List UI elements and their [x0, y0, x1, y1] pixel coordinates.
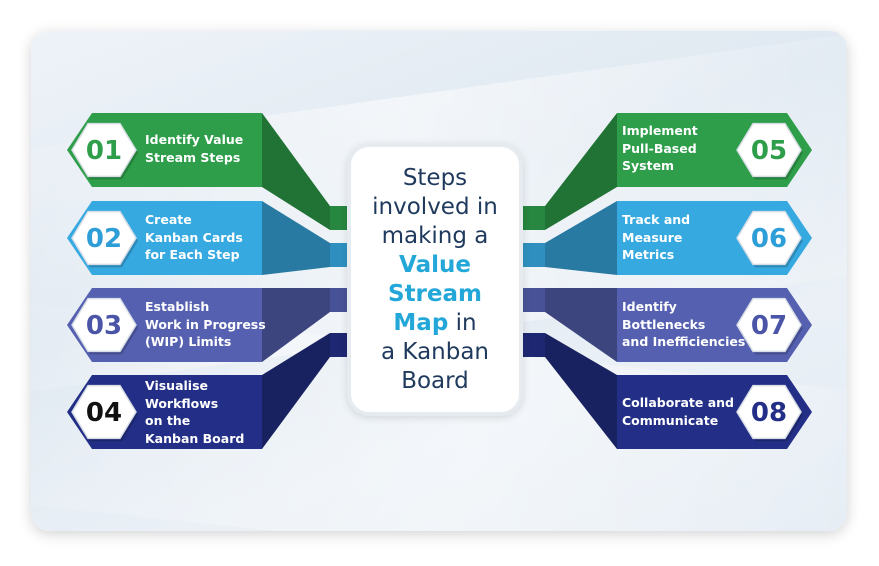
step-01-connector-tip [330, 206, 350, 230]
center-title-box: Steps involved in making a Value Stream … [347, 143, 523, 416]
step-07-connector-tip [523, 288, 545, 312]
step-02-hexagon [71, 210, 137, 266]
step-03-number: 03 [86, 311, 122, 341]
step-07-number: 07 [751, 311, 787, 341]
step-04-number: 04 [86, 398, 122, 428]
step-03-label: Establish Work in Progress (WIP) Limits [145, 299, 266, 349]
title-highlight-value: Value [399, 251, 471, 278]
title-line-2: involved in [372, 193, 498, 220]
title-line-9: Board [401, 367, 469, 394]
step-02-connector [262, 201, 330, 275]
step-05-number: 05 [751, 136, 787, 166]
step-06-hexagon [736, 210, 802, 266]
step-01-connector [262, 113, 330, 230]
step-08-connector [545, 333, 617, 449]
step-06-connector [545, 201, 617, 275]
step-01-hexagon [71, 122, 137, 178]
step-01-number: 01 [86, 136, 122, 166]
step-02-number: 02 [86, 224, 122, 254]
step-07-connector [545, 288, 617, 362]
step-04-connector [262, 333, 330, 449]
step-02-connector-tip [330, 243, 350, 267]
step-04-label: Visualise Workflows on the Kanban Board [145, 378, 245, 446]
step-06-number: 06 [751, 224, 787, 254]
step-08-label: Collaborate and Communicate [622, 395, 734, 428]
step-01-label: Identify Value Stream Steps [145, 132, 244, 165]
title-line-3: making a [381, 222, 489, 249]
step-04-connector-tip [330, 333, 350, 357]
step-02-label: Create Kanban Cards for Each Step [145, 212, 243, 262]
step-05-connector [545, 113, 617, 230]
step-08-connector-tip [523, 333, 545, 357]
title-line-1: Steps [402, 164, 468, 191]
step-03-hexagon [71, 297, 137, 353]
step-08-hexagon [736, 384, 802, 440]
step-05-connector-tip [523, 206, 545, 230]
center-title: Steps involved in making a Value Stream … [372, 164, 498, 396]
step-07-label: Identify Bottlenecks and Inefficiencies [622, 299, 746, 349]
step-03-connector [262, 288, 330, 362]
step-04-hexagon [71, 384, 137, 440]
title-line-in: in [455, 309, 477, 336]
step-05-label: Implement Pull-Based System [622, 123, 698, 173]
step-06-connector-tip [523, 243, 545, 267]
step-03-connector-tip [330, 288, 350, 312]
step-06-label: Track and Measure Metrics [622, 212, 691, 262]
step-05-hexagon [736, 122, 802, 178]
title-highlight-stream: Stream [388, 280, 482, 307]
title-highlight-map: Map [393, 309, 449, 336]
title-line-8: a Kanban [380, 338, 490, 365]
step-07-hexagon [736, 297, 802, 353]
step-08-number: 08 [751, 398, 787, 428]
